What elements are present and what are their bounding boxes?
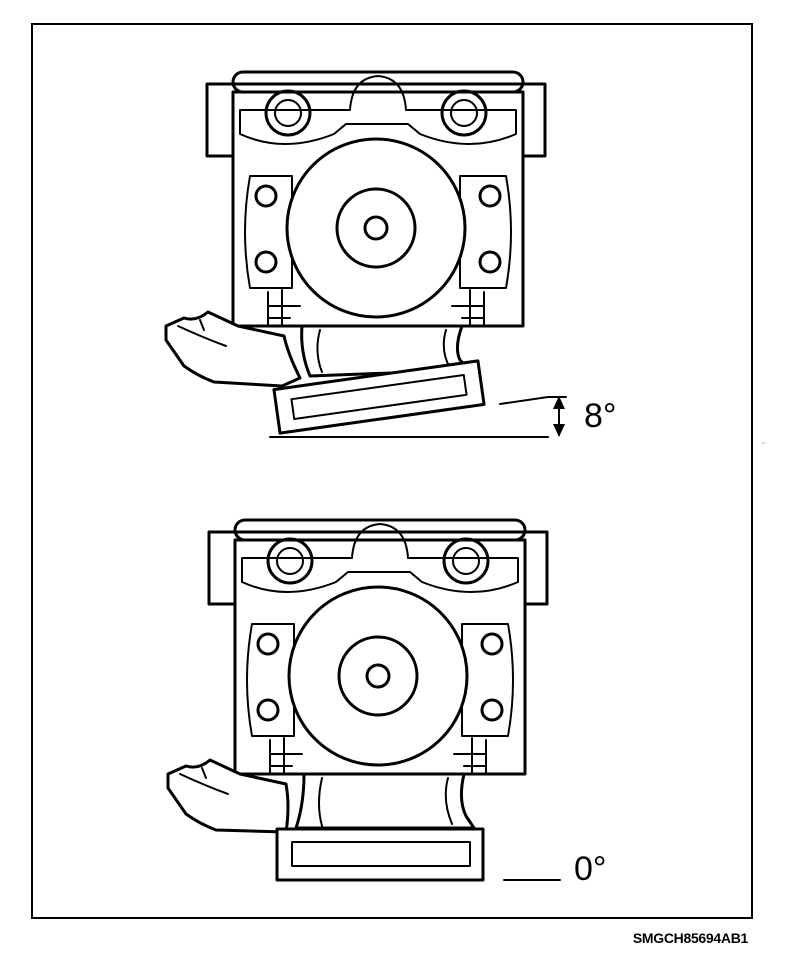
- figure-frame: [31, 23, 753, 919]
- tilt-angle-label: 8°: [584, 397, 617, 435]
- figure-reference-code: SMGCH85694AB1: [632, 930, 748, 946]
- tilted-assembly-drawing: [164, 70, 567, 438]
- level-angle-label: 0°: [574, 850, 607, 888]
- scan-speck: ˇ: [762, 441, 765, 451]
- level-assembly-drawing: [166, 518, 561, 882]
